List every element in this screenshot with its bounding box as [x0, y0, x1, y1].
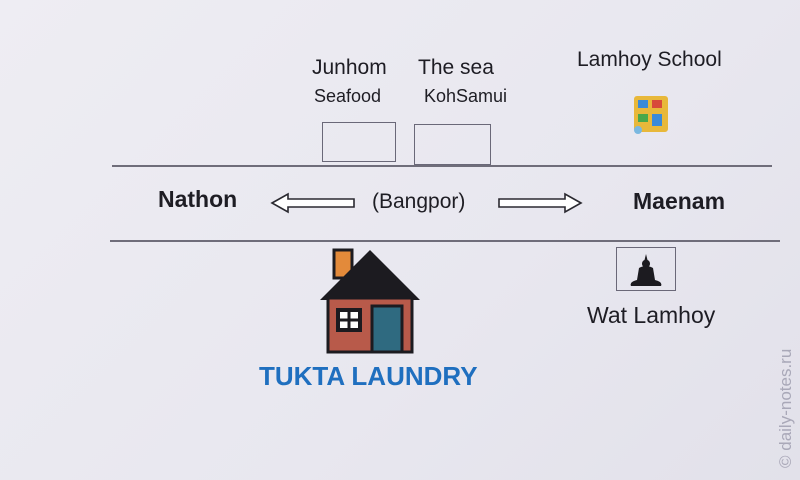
road-top-edge	[112, 165, 772, 167]
arrow-left-icon	[270, 192, 356, 219]
maenam-label: Maenam	[633, 188, 726, 214]
junhom-label: Junhom	[312, 56, 387, 79]
junhom-sublabel: Seafood	[314, 86, 382, 106]
business-name: TUKTA LAUNDRY	[259, 361, 478, 391]
thesea-marker	[414, 124, 491, 165]
watermark: © daily-notes.ru	[776, 348, 795, 468]
house-icon	[318, 248, 422, 359]
thesea-label: The sea	[418, 56, 494, 79]
thesea-sublabel: KohSamui	[424, 86, 508, 106]
temple-marker	[616, 247, 676, 291]
temple-label: Wat Lamhoy	[587, 302, 716, 328]
school-icon	[630, 90, 672, 138]
buddha-icon	[630, 254, 662, 286]
nathon-label: Nathon	[158, 186, 238, 212]
bangpor-label: (Bangpor)	[372, 190, 466, 213]
road-bottom-edge	[110, 240, 780, 242]
arrow-right-icon	[497, 192, 583, 219]
school-label: Lamhoy School	[577, 48, 722, 71]
junhom-marker	[322, 122, 396, 162]
